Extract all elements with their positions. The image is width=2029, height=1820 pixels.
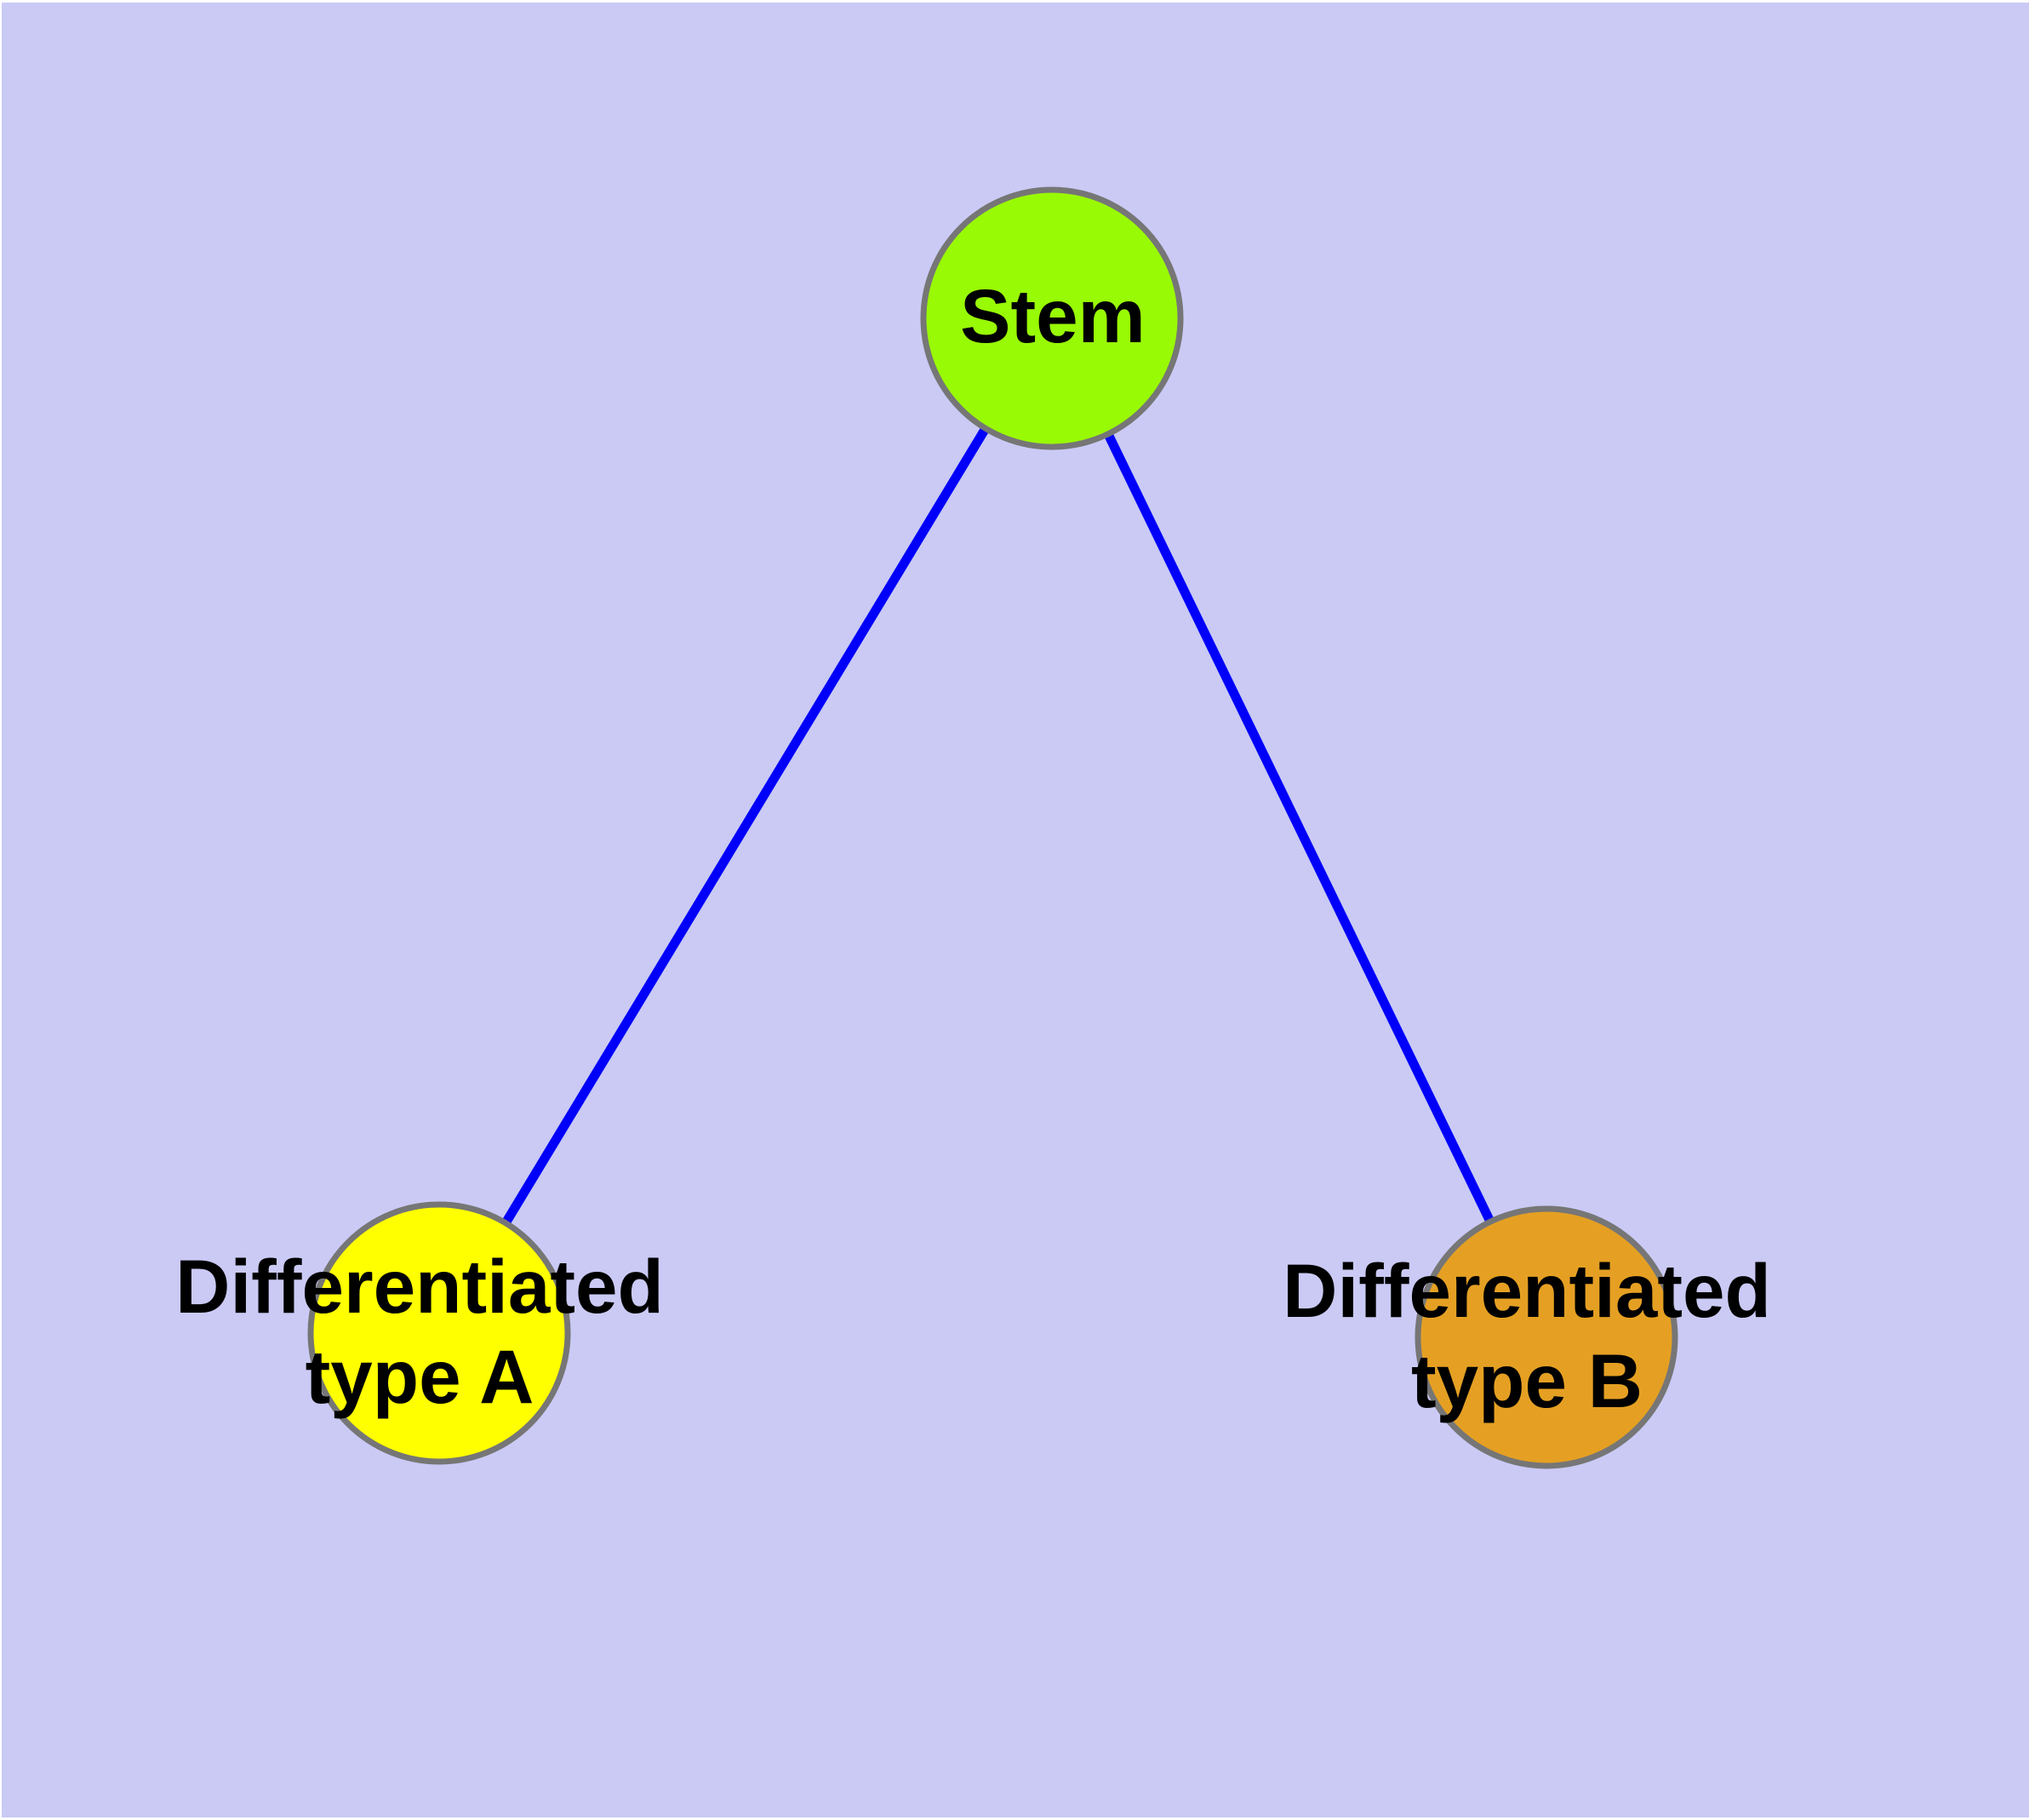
edge-stem-to-type-b — [1048, 316, 1551, 1340]
node-differentiated-type-a-circle — [307, 1201, 571, 1465]
node-label-differentiated-type-a: Differentiated type A — [175, 1244, 664, 1419]
node-label-differentiated-type-b: Differentiated type B — [1283, 1248, 1771, 1423]
edge-stem-to-type-a — [435, 316, 1056, 1336]
node-label-stem: Stem — [960, 273, 1146, 358]
node-stem-circle — [920, 186, 1184, 450]
node-differentiated-type-b-circle — [1415, 1205, 1678, 1469]
